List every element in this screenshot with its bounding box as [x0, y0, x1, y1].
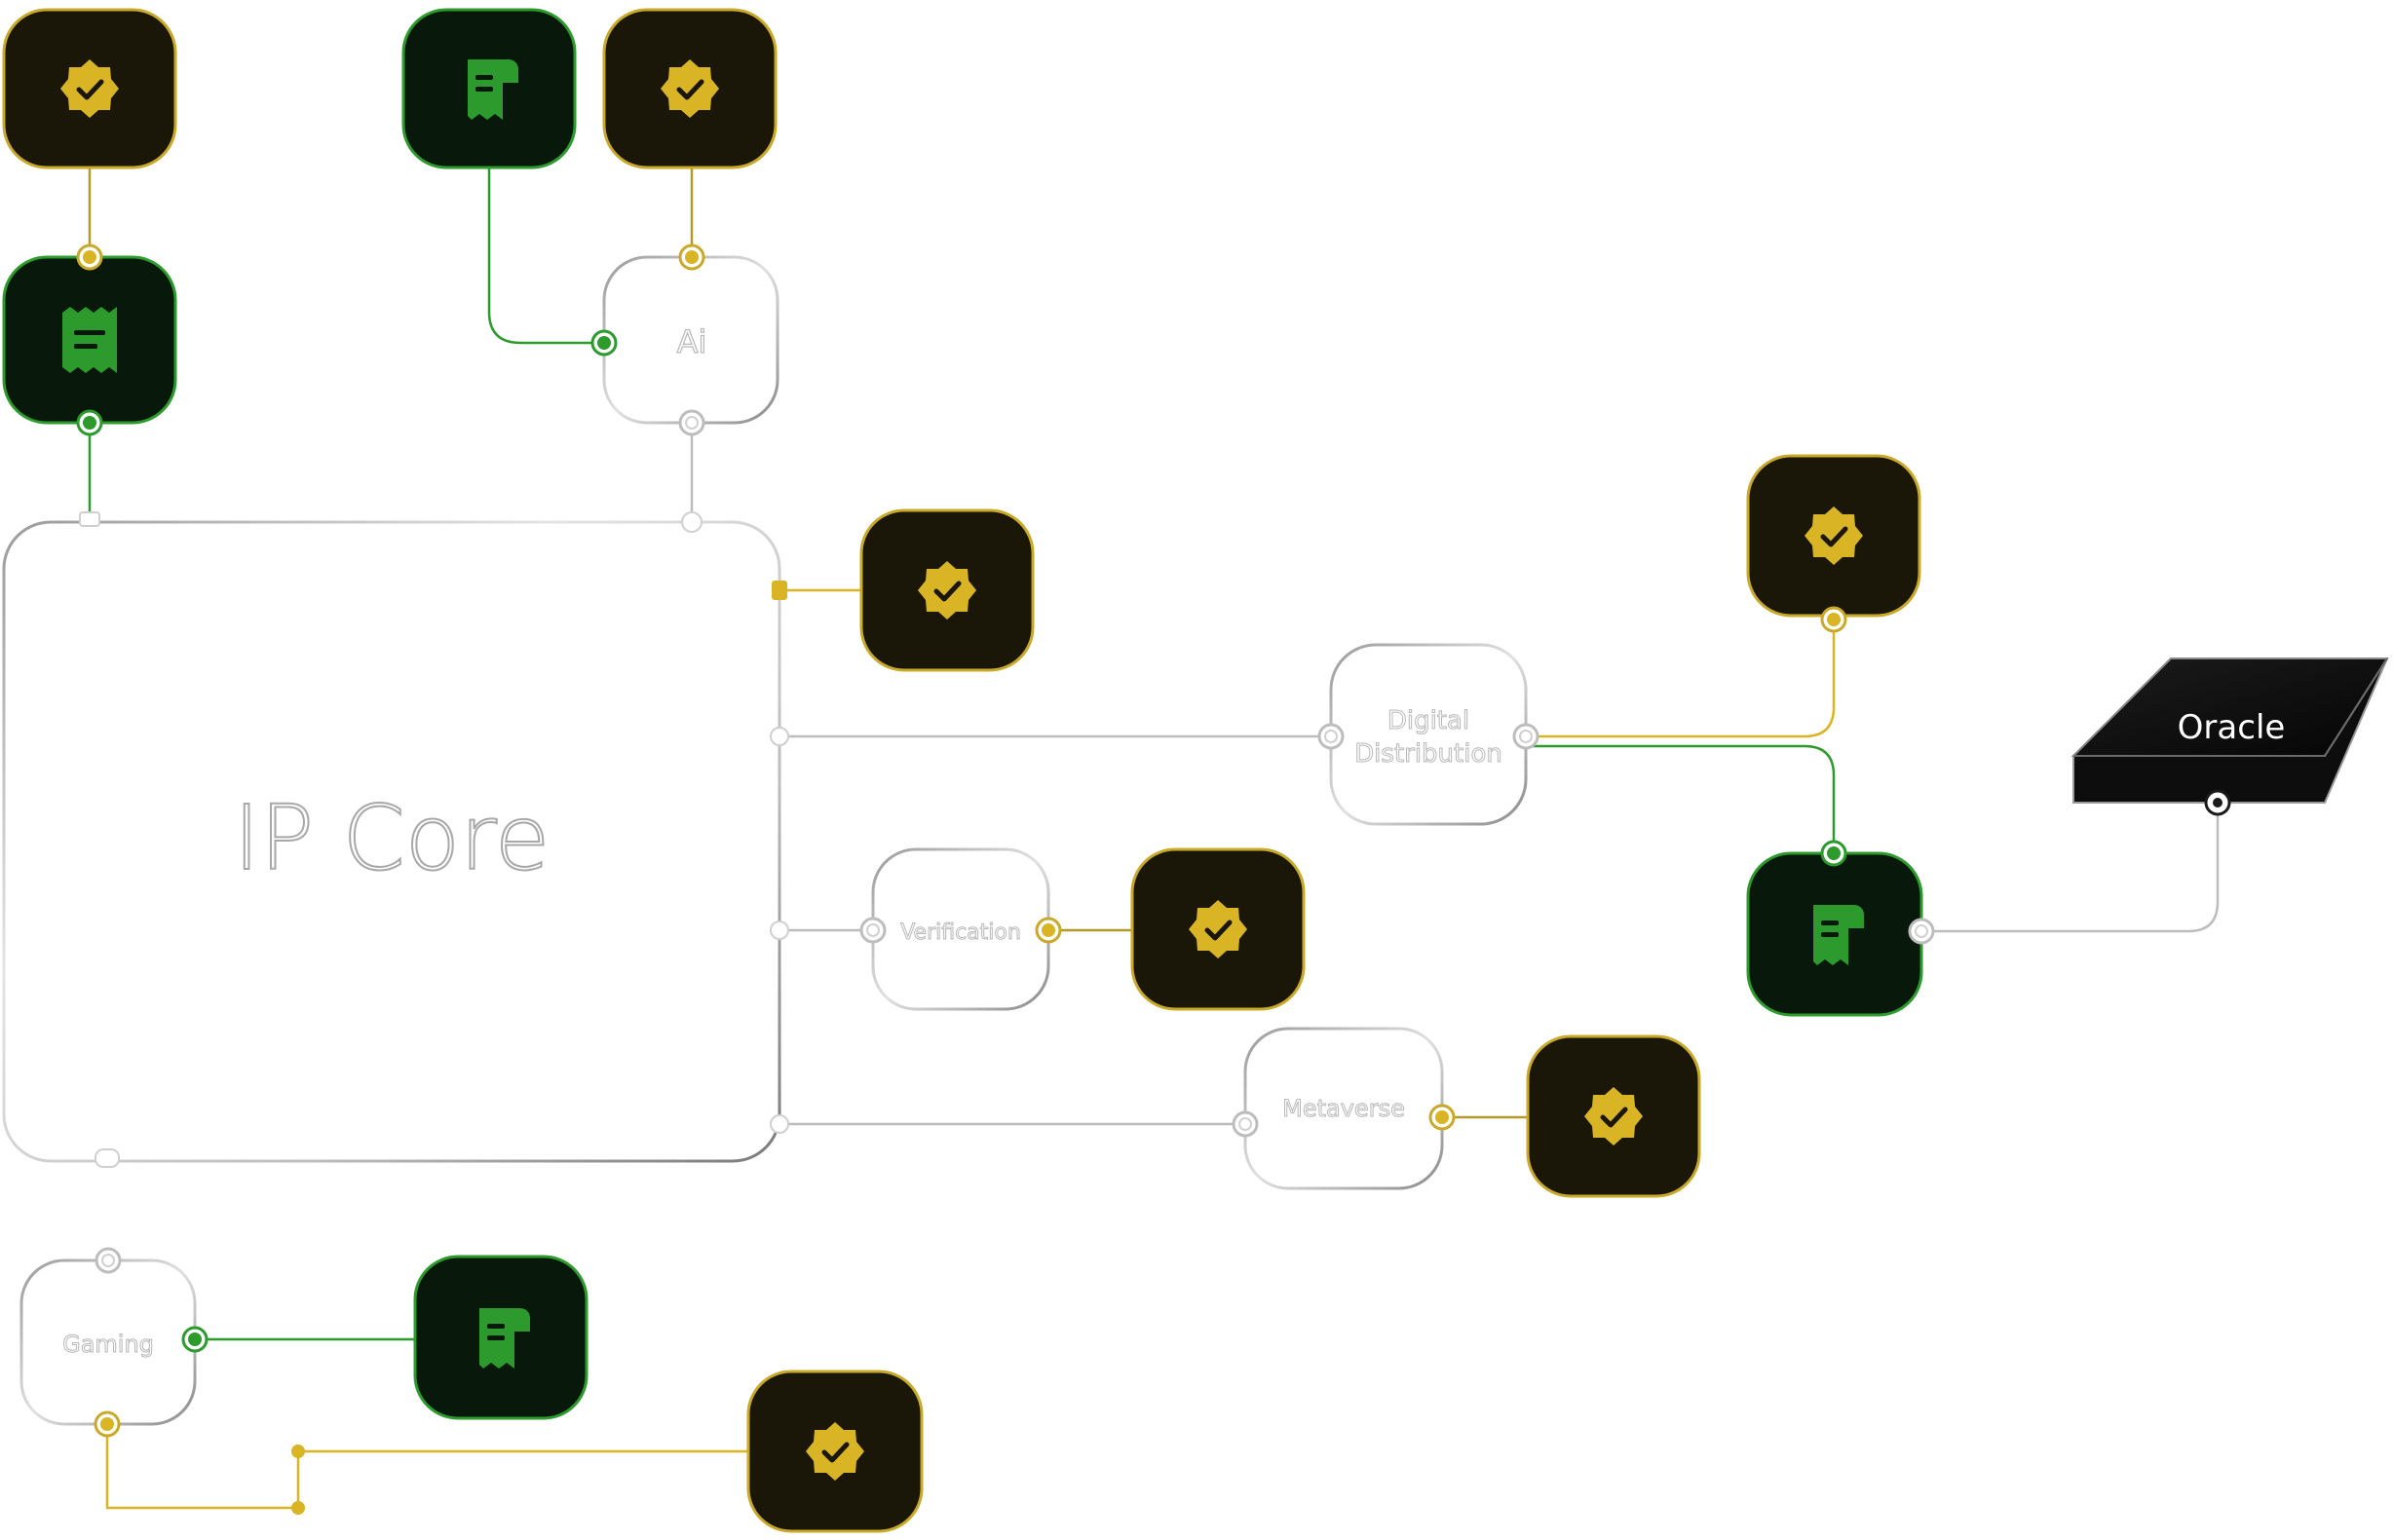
- gray-port: [1232, 1110, 1259, 1138]
- connector-scroll2-oracle: [1921, 803, 2220, 933]
- verified-badge-tile[interactable]: [1526, 1034, 1701, 1198]
- verified-badge-tile[interactable]: [746, 1370, 924, 1533]
- green-port: [181, 1326, 209, 1353]
- oracle-port: [2204, 789, 2231, 816]
- receipt-icon: [62, 307, 117, 373]
- verification-node[interactable]: Verification: [871, 847, 1050, 1011]
- gold-port: [1428, 1104, 1456, 1131]
- gold-port: [76, 244, 103, 271]
- ip-core-node[interactable]: IP Core: [2, 511, 789, 1168]
- verified-badge-icon: [1805, 507, 1863, 565]
- gold-port: [1035, 917, 1062, 944]
- metaverse-node[interactable]: Metaverse: [1243, 1027, 1444, 1190]
- gray-port: [1317, 723, 1345, 750]
- verified-badge-icon: [60, 59, 119, 118]
- core-port-top-right: [681, 511, 703, 533]
- gold-port: [94, 1410, 121, 1438]
- ports: [76, 244, 2231, 1515]
- receipt-scroll-tile[interactable]: [401, 8, 577, 169]
- connector-gaming-badge7: [105, 1424, 748, 1510]
- receipt-scroll-tile[interactable]: [1746, 851, 1923, 1017]
- core-port-right-2: [770, 920, 789, 940]
- connector-digital-scroll2: [1526, 744, 1836, 853]
- verified-badge-icon: [1584, 1087, 1643, 1146]
- connector-scroll-ai: [487, 168, 604, 345]
- receipt-scroll-tile[interactable]: [413, 1255, 589, 1420]
- gray-port: [1908, 918, 1935, 945]
- green-port: [76, 409, 103, 436]
- core-port-right-3: [770, 1114, 789, 1134]
- verification-label: Verification: [900, 920, 1021, 945]
- verified-badge-tile[interactable]: [602, 8, 778, 169]
- gold-junction-dot: [291, 1501, 305, 1515]
- core-port-bottom: [95, 1148, 120, 1168]
- verified-badge-icon: [918, 561, 976, 620]
- receipt-tile[interactable]: [2, 255, 177, 425]
- green-port: [1820, 840, 1847, 867]
- gold-junction-dot: [291, 1445, 305, 1458]
- oracle-node[interactable]: Oracle: [2071, 657, 2389, 804]
- core-port-gold: [772, 581, 787, 600]
- verified-badge-icon: [661, 59, 719, 118]
- gold-port: [1820, 606, 1847, 633]
- verified-badge-icon: [806, 1422, 864, 1481]
- ip-core-label: IP Core: [234, 786, 551, 890]
- receipt-scroll-icon: [1813, 905, 1864, 965]
- gray-port: [859, 917, 887, 944]
- digital-distribution-node[interactable]: Digital Distribution: [1329, 643, 1528, 826]
- gray-port: [1512, 723, 1539, 750]
- digital-distribution-label-line2: Distribution: [1354, 739, 1502, 769]
- gray-port: [678, 409, 705, 436]
- receipt-scroll-icon: [479, 1308, 530, 1369]
- oracle-label: Oracle: [2178, 708, 2286, 747]
- green-port: [590, 329, 618, 357]
- core-port-top-left: [79, 511, 100, 527]
- gold-port: [678, 244, 705, 271]
- metaverse-label: Metaverse: [1282, 1095, 1405, 1122]
- verified-badge-tile[interactable]: [1746, 454, 1921, 618]
- receipt-scroll-icon: [468, 59, 518, 120]
- gray-port: [95, 1247, 122, 1274]
- ai-node[interactable]: Ai: [602, 255, 779, 425]
- gaming-label: Gaming: [62, 1331, 154, 1358]
- verified-badge-tile[interactable]: [2, 8, 177, 169]
- verified-badge-tile[interactable]: [859, 508, 1035, 672]
- ai-node-label: Ai: [677, 323, 707, 360]
- gaming-node[interactable]: Gaming: [19, 1258, 197, 1426]
- verified-badge-icon: [1189, 900, 1247, 958]
- connectors: [88, 168, 2220, 1510]
- digital-distribution-label-line1: Digital: [1387, 706, 1469, 735]
- connector-digital-badge4: [1526, 620, 1836, 738]
- verified-badge-tile[interactable]: [1130, 847, 1306, 1011]
- core-port-right-1: [770, 727, 789, 746]
